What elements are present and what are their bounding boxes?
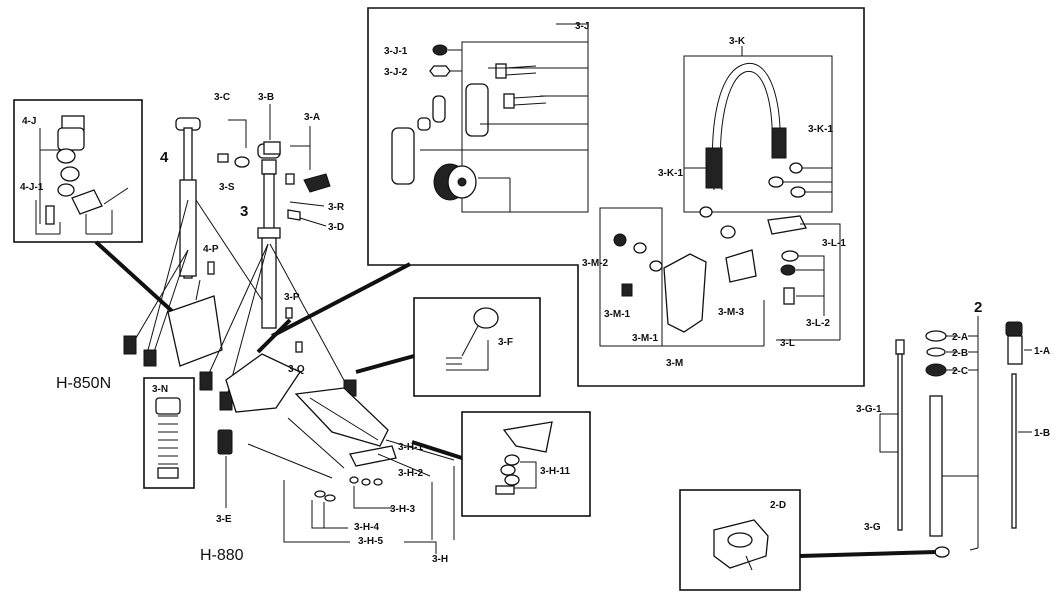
- model-H850N: H-850N: [56, 375, 111, 392]
- part-washer: [417, 117, 431, 131]
- inset-2D-clamp: 2-D: [679, 489, 801, 591]
- label-3H: 3-H: [432, 554, 448, 565]
- label-3H3: 3-H-3: [390, 504, 415, 515]
- label-2D: 2-D: [770, 500, 786, 511]
- stand-H880: [199, 143, 389, 447]
- label-3Q: 3-Q: [288, 364, 305, 375]
- label-3M: 3-M: [666, 358, 683, 369]
- leader-to-inset-1: [271, 262, 411, 338]
- leader-4J: [94, 240, 186, 324]
- stand-H850N: [123, 117, 263, 367]
- label-3F: 3-F: [498, 337, 513, 348]
- label-3B: 3-B: [258, 92, 274, 103]
- part-4J-clutch: [45, 115, 129, 225]
- label-3H2: 3-H-2: [398, 468, 423, 479]
- label-3K1-left: 3-K-1: [658, 168, 683, 179]
- label-3P: 3-P: [284, 292, 300, 303]
- inset-4J-clutch: 4-J 4-J-1: [13, 99, 143, 243]
- leader-2D: [799, 550, 937, 558]
- label-3H11: 3-H-11: [540, 466, 570, 477]
- part-3E-foot: 3-E: [216, 429, 233, 525]
- model-H880: H-880: [200, 547, 244, 564]
- label-4P: 4-P: [203, 244, 219, 255]
- inset-3N-spring: 3-N: [143, 377, 195, 489]
- part-spacer: [432, 95, 446, 123]
- label-4J: 4-J: [22, 116, 36, 127]
- label-3C: 3-C: [214, 92, 230, 103]
- label-3N: 3-N: [152, 384, 168, 395]
- label-3A: 3-A: [304, 112, 320, 123]
- label-3J2: 3-J-2: [384, 67, 408, 78]
- label-3G: 3-G: [864, 522, 881, 533]
- parts-top-3: [207, 104, 331, 353]
- label-3L2: 3-L-2: [806, 318, 830, 329]
- label-3M3: 3-M-3: [718, 307, 745, 318]
- label-2C: 2-C: [952, 366, 968, 377]
- part-bolts: [495, 63, 547, 109]
- label-3J1: 3-J-1: [384, 46, 408, 57]
- part-3P: [285, 307, 293, 319]
- part-link-plate: [391, 127, 415, 185]
- label-3G1: 3-G-1: [856, 404, 882, 415]
- label-3H1: 3-H-1: [398, 442, 423, 453]
- part-link-plate-2: [465, 83, 489, 137]
- label-3K1-right: 3-K-1: [808, 124, 833, 135]
- part-3Q: [295, 341, 303, 353]
- label-3H4: 3-H-4: [354, 522, 379, 533]
- part-3M-clamp: [613, 233, 757, 333]
- part-3K-chain: [705, 63, 787, 191]
- part-3K-small-parts: [699, 162, 806, 239]
- label-1B: 1-B: [1034, 428, 1050, 439]
- inset-3H11-beater: 3-H-11: [461, 411, 591, 517]
- label-2A: 2-A: [952, 332, 968, 343]
- label-4J1: 4-J-1: [20, 182, 44, 193]
- label-group-4: 4: [160, 149, 169, 166]
- part-3J1-cap-nut: [432, 44, 462, 56]
- parts-group-2: [879, 316, 1032, 558]
- label-3L1: 3-L-1: [822, 238, 846, 249]
- label-3R: 3-R: [328, 202, 345, 213]
- part-3L-bracket: [767, 215, 807, 305]
- label-3M1: 3-M-1: [604, 309, 631, 320]
- label-3M2: 3-M-2: [582, 258, 609, 269]
- leader-to-inset-2: [256, 318, 292, 354]
- label-3H5: 3-H-5: [358, 536, 383, 547]
- label-3D: 3-D: [328, 222, 344, 233]
- label-3E: 3-E: [216, 514, 232, 525]
- label-3K: 3-K: [729, 36, 746, 47]
- inset-3F-beater: 3-F: [413, 297, 541, 397]
- parts-3H-pedal: [247, 417, 455, 554]
- leader-3F: [355, 354, 415, 374]
- label-group-2: 2: [974, 299, 982, 316]
- label-2B: 2-B: [952, 348, 968, 359]
- part-sprocket-wheel: [433, 163, 477, 201]
- label-3J: 3-J: [575, 21, 589, 32]
- label-3L: 3-L: [780, 338, 795, 349]
- inset-upper-assembly: 3-J 3-J-1 3-J-2 3-K 3-K-1 3-K-1 3-L-1 3-…: [367, 7, 865, 387]
- label-3S: 3-S: [219, 182, 235, 193]
- label-group-3: 3: [240, 203, 248, 220]
- part-3J2-nut: [429, 65, 462, 77]
- label-3M1b: 3-M-1: [632, 333, 659, 344]
- leader-3H11: [411, 440, 463, 460]
- label-1A: 1-A: [1034, 346, 1050, 357]
- part-4P: [207, 261, 215, 275]
